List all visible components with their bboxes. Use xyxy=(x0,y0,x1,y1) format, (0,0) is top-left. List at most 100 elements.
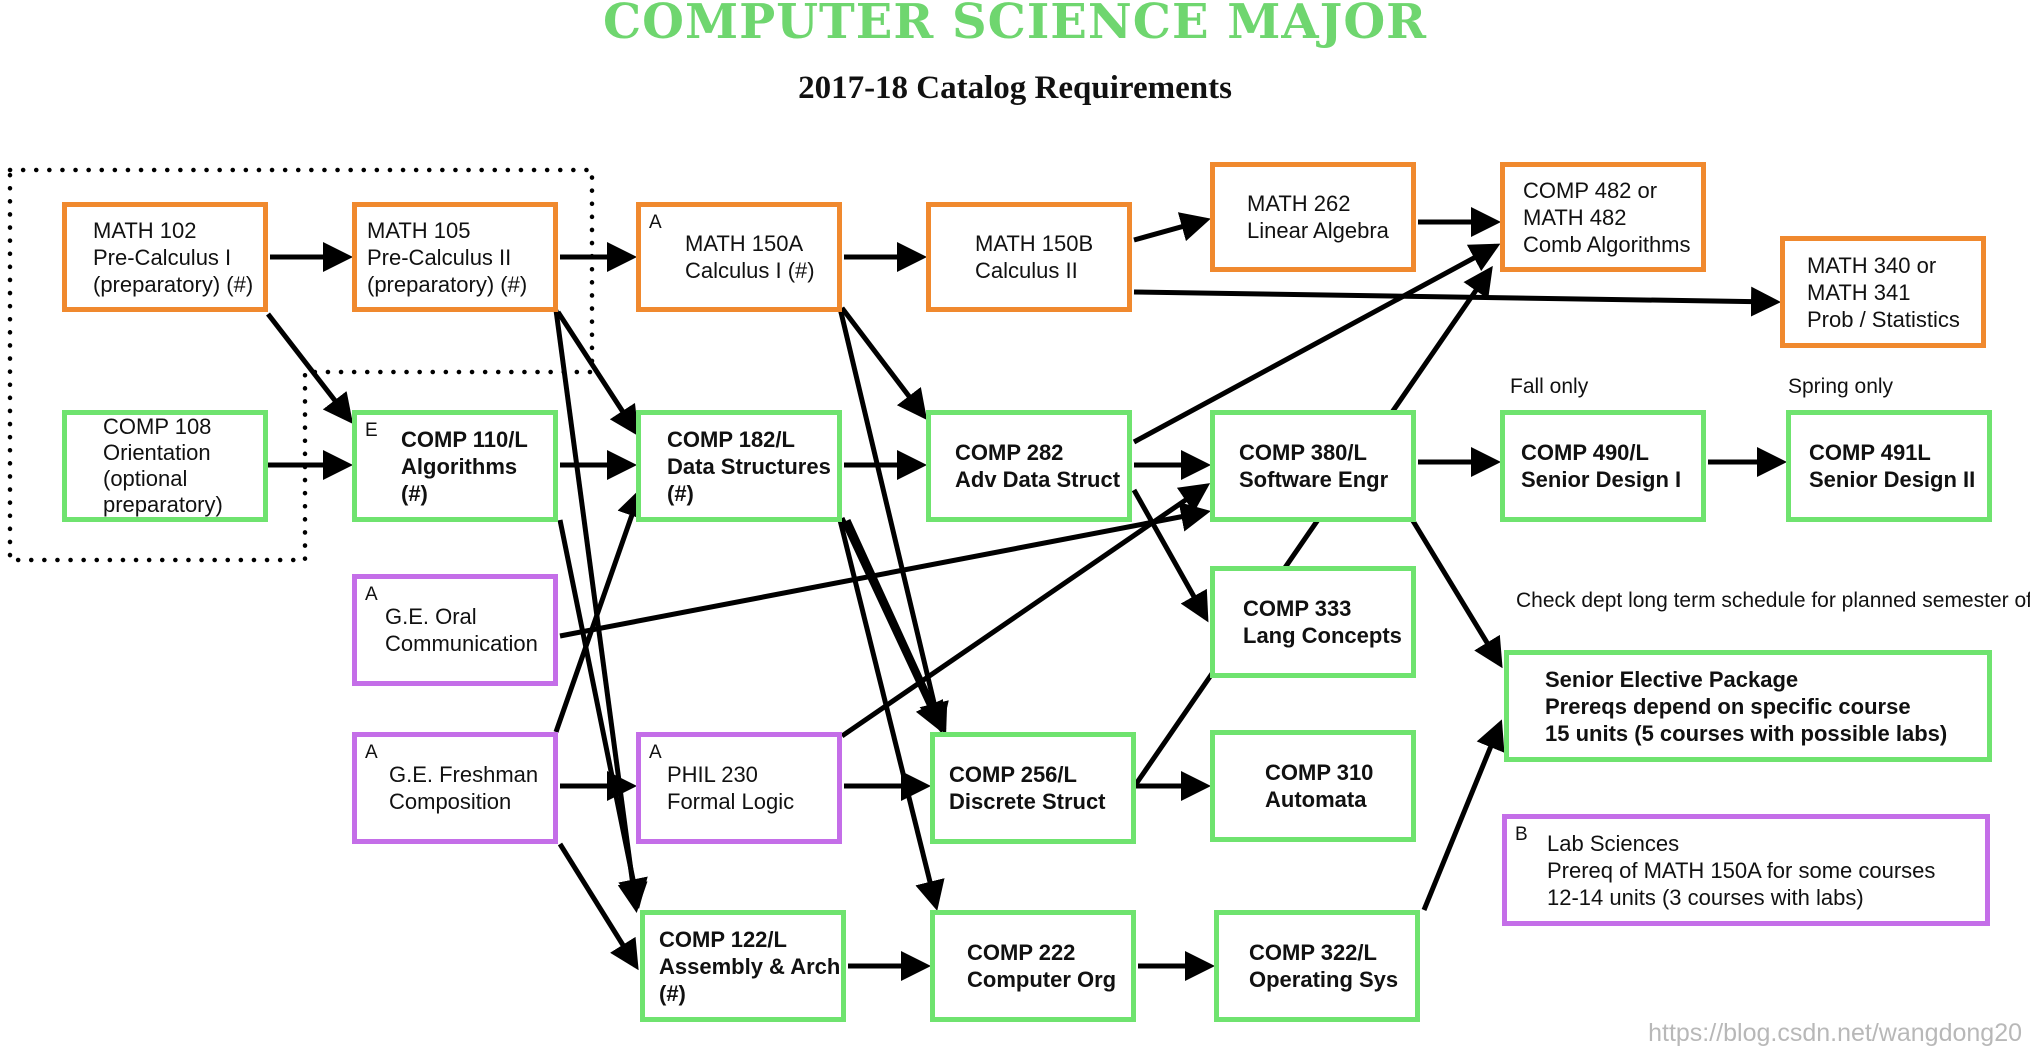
prereq-arrow-ge-fresh-comp122 xyxy=(557,842,639,971)
page-subtitle: 2017-18 Catalog Requirements xyxy=(798,70,1232,106)
course-label-line: preparatory) xyxy=(103,492,223,517)
course-label-line: Pre-Calculus II xyxy=(367,244,512,270)
course-label-line: G.E. Oral xyxy=(385,604,477,629)
prereq-arrow-comp182-comp256-b xyxy=(845,518,948,735)
prereq-arrow-phil230-comp380 xyxy=(840,483,1211,739)
prereq-arrow-math102-comp110 xyxy=(266,312,354,424)
req-tag: A xyxy=(365,742,378,763)
course-label-line: Prereqs depend on specific course xyxy=(1545,693,1911,719)
course-label-line: COMP 490/L xyxy=(1521,440,1649,465)
course-label-line: Algorithms xyxy=(401,453,518,479)
course-label-line: MATH 105 xyxy=(367,217,471,243)
note-fall-only: Fall only xyxy=(1510,375,1589,398)
course-label-line: (#) xyxy=(659,980,686,1006)
course-label-line: Composition xyxy=(389,789,512,814)
course-label-line: 15 units (5 courses with possible labs) xyxy=(1545,720,1948,746)
req-tag: A xyxy=(649,742,662,763)
req-tag: B xyxy=(1515,824,1528,845)
course-label-line: G.E. Freshman xyxy=(389,762,539,787)
course-label-line: (optional xyxy=(103,466,188,491)
course-label-line: COMP 122/L xyxy=(659,926,787,952)
course-label-line: COMP 482 or xyxy=(1523,177,1658,203)
course-label-line: COMP 282 xyxy=(955,440,1064,465)
course-label-line: (preparatory) (#) xyxy=(93,271,254,297)
course-label-line: Operating Sys xyxy=(1249,967,1399,992)
course-label-line: Lang Concepts xyxy=(1243,623,1402,648)
course-label-line: Linear Algebra xyxy=(1247,218,1389,243)
course-label-line: MATH 340 or xyxy=(1807,252,1937,278)
course-label-line: (preparatory) (#) xyxy=(367,271,528,297)
course-label-line: COMP 110/L xyxy=(401,426,528,452)
course-label-line: Orientation xyxy=(103,440,211,465)
prereq-arrow-math150a-comp256 xyxy=(837,307,949,733)
course-label-line: Senior Design I xyxy=(1521,467,1682,492)
req-tag: E xyxy=(365,420,378,441)
course-label-line: Adv Data Struct xyxy=(955,467,1121,492)
course-label-line: PHIL 230 xyxy=(667,762,758,787)
course-label-line: Communication xyxy=(385,631,538,656)
course-label-line: COMP 256/L xyxy=(949,762,1077,787)
course-label-line: MATH 102 xyxy=(93,217,197,243)
prereq-arrow-ge-oral-comp380 xyxy=(559,501,1211,639)
course-label-line: MATH 341 xyxy=(1807,279,1911,305)
prereq-arrow-math150a-comp282 xyxy=(840,306,928,420)
course-label-line: Automata xyxy=(1265,787,1367,812)
course-label-line: Prob / Statistics xyxy=(1807,306,1960,332)
page-title: COMPUTER SCIENCE MAJOR xyxy=(602,0,1428,50)
note-spring-only: Spring only xyxy=(1788,375,1894,398)
course-label-line: Prereq of MATH 150A for some courses xyxy=(1547,857,1936,883)
course-label-line: Software Engr xyxy=(1239,467,1389,492)
course-label-line: Discrete Struct xyxy=(949,789,1106,814)
prereq-arrow-comp322-senior-elective xyxy=(1421,719,1505,911)
prereq-arrow-math105-comp122-a xyxy=(553,309,648,913)
course-label-line: Senior Elective Package xyxy=(1545,666,1799,692)
req-tag: A xyxy=(365,584,378,605)
course-label-line: MATH 150B xyxy=(975,231,1094,256)
course-label-line: Pre-Calculus I xyxy=(93,244,232,270)
course-label-line: COMP 108 xyxy=(103,414,212,439)
prereq-arrow-comp256-comp482 xyxy=(1133,265,1493,786)
course-label-line: COMP 322/L xyxy=(1249,940,1377,965)
course-label-line: Formal Logic xyxy=(667,789,795,814)
course-label-line: Lab Sciences xyxy=(1547,830,1680,856)
course-label-line: (#) xyxy=(401,480,428,506)
course-label-line: COMP 222 xyxy=(967,940,1076,965)
course-label-line: COMP 310 xyxy=(1265,760,1374,785)
course-label-line: MATH 150A xyxy=(685,231,804,256)
course-label-line: Data Structures xyxy=(667,453,831,479)
course-label-line: Senior Design II xyxy=(1809,467,1976,492)
course-label-line: Calculus I (#) xyxy=(685,258,815,283)
prereq-arrow-comp182-comp222 xyxy=(837,519,945,911)
prereq-arrow-math105-comp182 xyxy=(555,310,639,437)
course-label-line: (#) xyxy=(667,480,694,506)
watermark: https://blog.csdn.net/wangdong20 xyxy=(1648,1019,2022,1047)
prereq-arrow-comp282-comp482 xyxy=(1132,243,1501,445)
